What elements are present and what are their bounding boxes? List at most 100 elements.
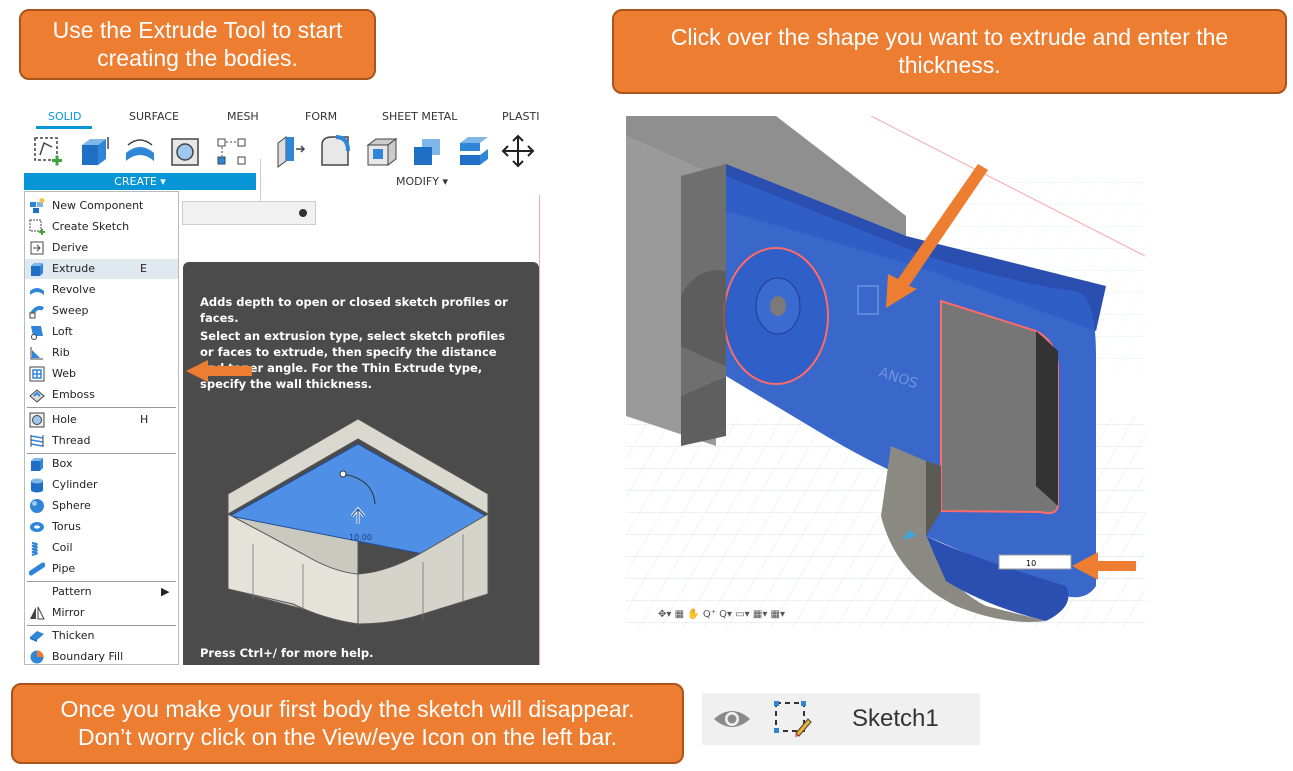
menu-item-web[interactable]: Web [25,364,178,384]
revolve-icon [30,288,44,295]
menu-item-box[interactable]: Box [25,454,178,474]
tab-sheet-metal[interactable]: SHEET METAL [382,110,458,123]
press-pull-icon[interactable] [272,133,308,169]
combine-icon[interactable] [410,133,446,169]
menu-item-thread[interactable]: Thread [25,431,178,451]
tab-surface[interactable]: SURFACE [129,110,179,123]
tooltip-description: Select an extrusion type, select sketch … [200,329,506,391]
menu-item-thicken[interactable]: Thicken [25,626,178,646]
model-render: ANOS 10 [626,116,1145,628]
fusion-toolbar-panel: SOLID SURFACE MESH FORM SHEET METAL PLAS… [22,103,541,665]
browser-sketch-row: Sketch1 [702,693,980,745]
create-sketch-icon[interactable] [30,133,66,169]
menu-item-boundary-fill[interactable]: Boundary Fill [25,647,178,665]
pattern-toolbar-icon[interactable] [214,133,250,169]
menu-item-loft[interactable]: Loft [25,322,178,342]
menu-item-new-component[interactable]: New Component [25,196,178,216]
thread-icon [30,435,44,447]
search-dot-icon [299,209,307,217]
menu-item-hole[interactable]: Hole H [25,410,178,430]
orange-arrow-icon [186,360,252,382]
tab-form[interactable]: FORM [305,110,338,123]
menu-item-coil[interactable]: Coil [25,538,178,558]
cylinder-icon [31,478,43,493]
extrude-toolbar-icon[interactable] [76,133,112,169]
shortcut-key: H [140,413,149,426]
tab-mesh[interactable]: MESH [227,110,259,123]
sketch-icon [774,701,812,737]
menu-item-cylinder[interactable]: Cylinder [25,475,178,495]
workspace-tabs: SOLID SURFACE MESH FORM SHEET METAL PLAS… [22,103,541,129]
derive-icon [30,241,44,255]
create-dropdown-button[interactable]: CREATE ▾ [24,173,256,190]
menu-divider [27,407,176,408]
loft-icon [31,326,43,340]
callout-use-extrude: Use the Extrude Tool to start creating t… [19,9,376,80]
coil-icon [31,542,38,556]
sketch-name-label[interactable]: Sketch1 [852,705,939,732]
menu-item-revolve[interactable]: Revolve [25,280,178,300]
menu-item-create-sketch[interactable]: Create Sketch [25,217,178,237]
extrude-tooltip: Adds depth to open or closed sketch prof… [183,262,539,665]
toolbar-icons [22,131,541,217]
menu-item-pipe[interactable]: Pipe [25,559,178,579]
menu-divider [27,453,176,454]
extrude-icon [31,263,43,276]
tab-solid[interactable]: SOLID [48,110,82,123]
hole-icon [29,412,45,428]
menu-item-mirror[interactable]: Mirror [25,603,178,623]
extrude-illustration: 10.00 [227,418,489,625]
callout-text: Use the Extrude Tool to start creating t… [52,16,343,71]
revolve-toolbar-icon[interactable] [122,133,158,169]
shell-icon[interactable] [364,133,400,169]
menu-item-derive[interactable]: Derive [25,238,178,258]
boundary-fill-icon [30,650,44,664]
toolbar-separator [260,159,261,217]
callout-sketch-disappear: Once you make your first body the sketch… [11,683,684,764]
menu-item-sweep[interactable]: Sweep [25,301,178,321]
sweep-icon [29,305,45,319]
modify-dropdown-button[interactable]: MODIFY ▾ [396,175,448,188]
shortcut-key: E [140,262,147,275]
callout-text: Click over the shape you want to extrude… [670,23,1229,78]
create-sketch-icon [29,219,45,235]
callout-click-shape: Click over the shape you want to extrude… [612,9,1287,94]
menu-item-torus[interactable]: Torus [25,517,178,537]
thicken-icon [30,631,44,642]
rib-icon [30,347,43,360]
menu-item-pattern[interactable]: Pattern ▶ [52,585,170,598]
sketch-guide-line [539,195,540,665]
box-icon [31,458,43,471]
web-icon [29,366,45,382]
thickness-value: 10 [1026,559,1036,568]
torus-icon [30,522,44,532]
orange-arrow-icon [1072,552,1136,580]
menu-item-extrude[interactable]: Extrude E [25,259,178,279]
hole-toolbar-icon[interactable] [168,133,204,169]
pipe-icon [29,562,45,576]
tooltip-summary: Adds depth to open or closed sketch prof… [200,295,508,325]
submenu-arrow-icon: ▶ [161,585,170,598]
menu-item-emboss[interactable]: Emboss [25,385,178,405]
fillet-icon[interactable] [318,133,354,169]
menu-divider [27,625,176,626]
menu-item-rib[interactable]: Rib [25,343,178,363]
create-menu: New Component Create Sketch Derive Extru… [24,191,179,665]
emboss-icon [29,389,45,403]
split-body-icon[interactable] [456,133,492,169]
viewport-navigation-bar[interactable]: ✥▾ ▦ ✋ Q⁺ Q▾ ▭▾ ▦▾ ▦▾ [658,609,785,620]
move-icon[interactable] [500,133,536,169]
menu-item-sphere[interactable]: Sphere [25,496,178,516]
cad-viewport[interactable]: ANOS 10 [626,116,1145,628]
tooltip-help-hint: Press Ctrl+/ for more help. [200,646,374,660]
thickness-input[interactable] [998,554,1072,570]
callout-text: Once you make your first body the sketch… [60,695,635,750]
tab-plastic[interactable]: PLASTI [502,110,540,123]
sphere-icon [30,499,44,513]
search-field[interactable] [182,201,316,225]
new-component-icon [30,198,45,213]
illustration-distance-label: 10.00 [349,533,372,542]
eye-icon[interactable] [712,707,752,731]
active-tab-indicator [36,126,92,129]
menu-divider [27,581,176,582]
